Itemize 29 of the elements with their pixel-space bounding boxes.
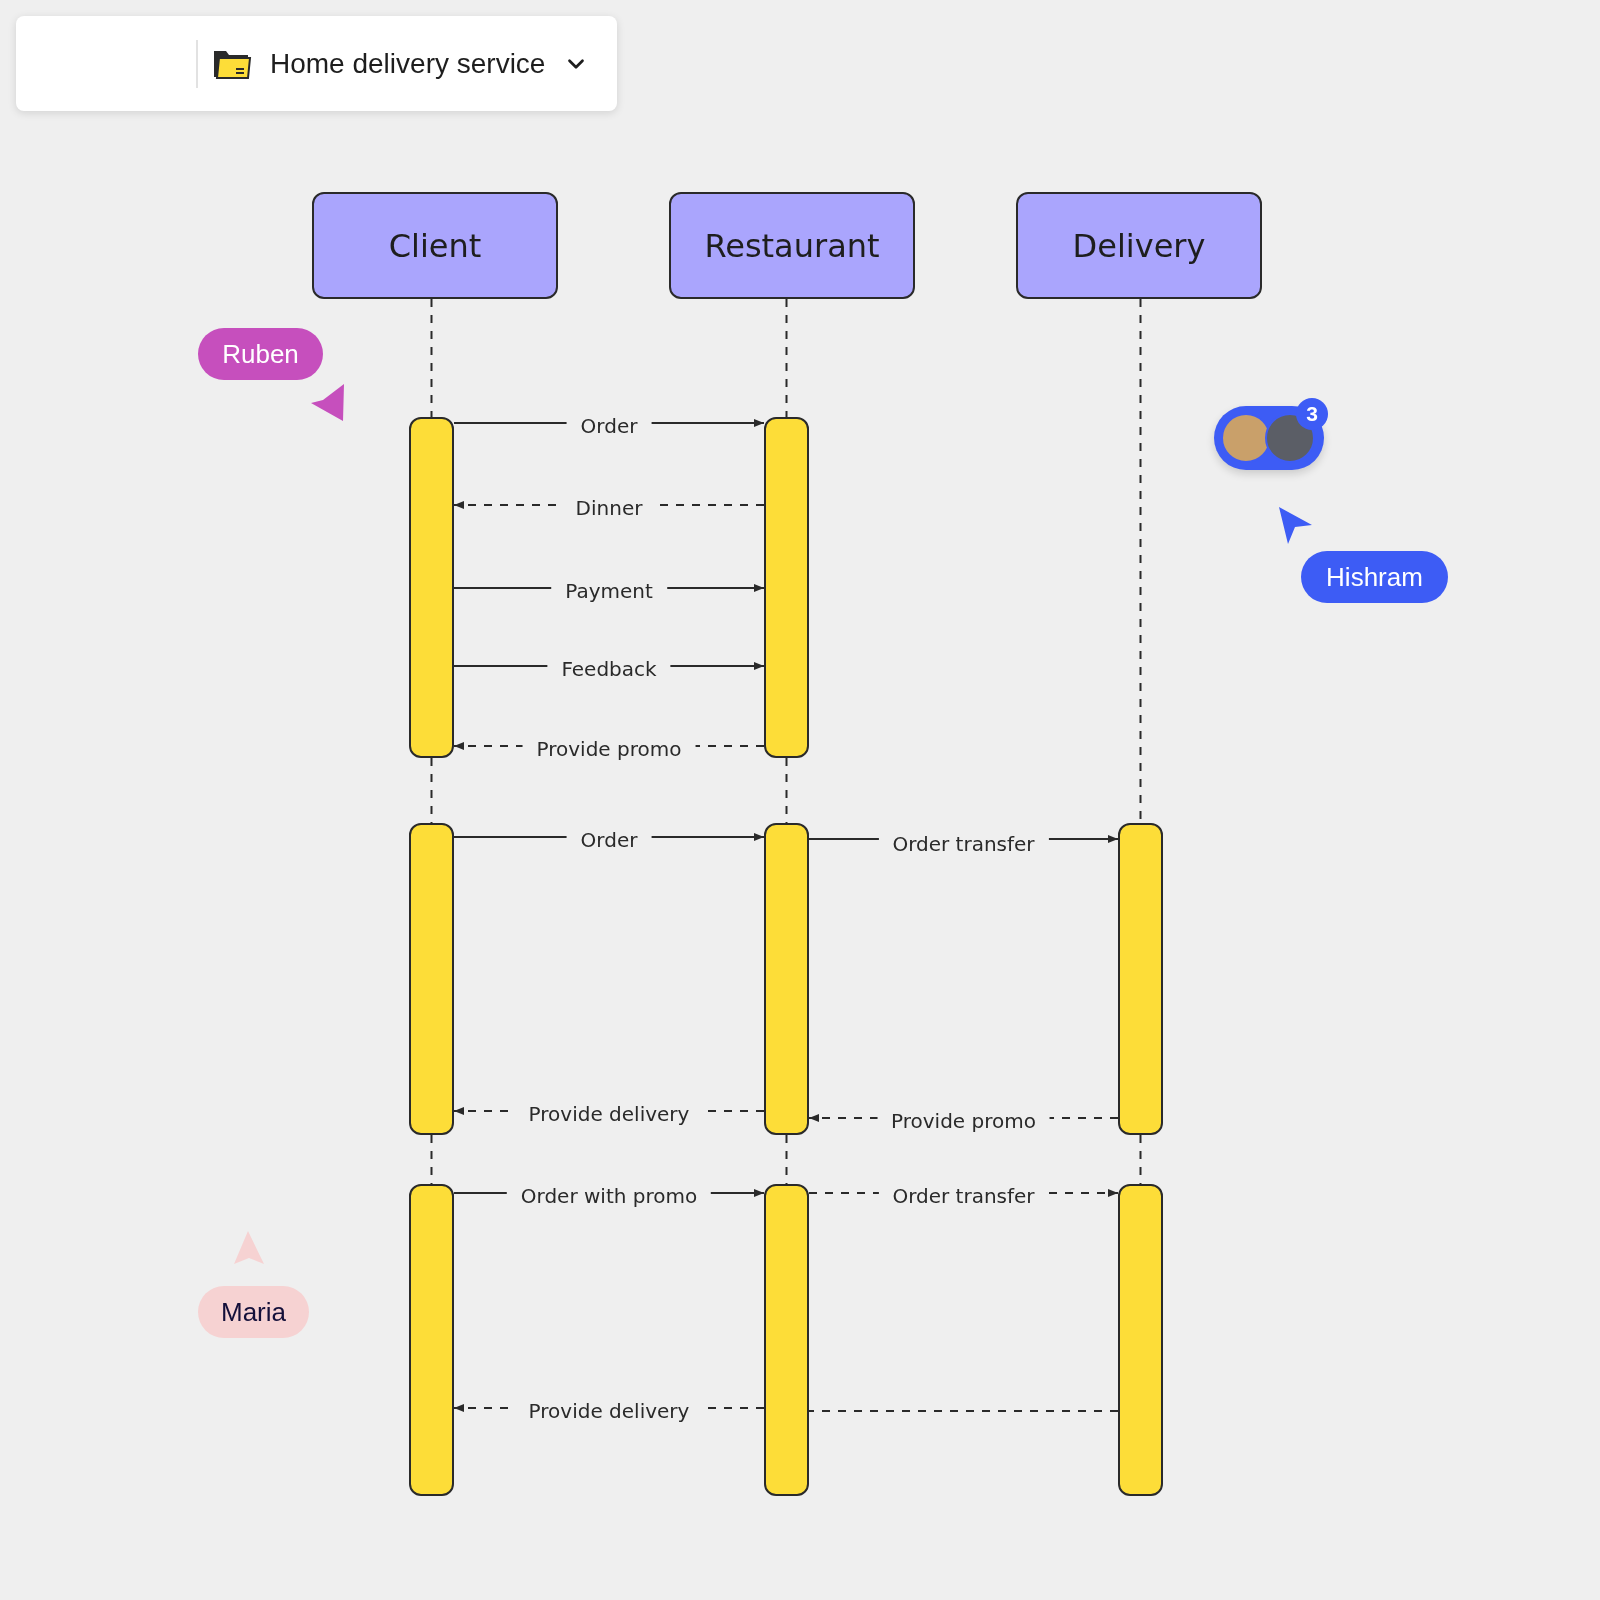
lifeline xyxy=(785,757,788,824)
lifeline xyxy=(785,298,788,418)
lifeline xyxy=(430,1134,433,1185)
count-badge: 3 xyxy=(1296,398,1328,430)
board-title: Home delivery service xyxy=(270,47,546,80)
activation-bar xyxy=(764,417,809,758)
name-tag xyxy=(198,1286,309,1338)
name-tag xyxy=(1301,551,1448,603)
activation-bar xyxy=(409,417,454,758)
lifeline-box xyxy=(1016,192,1262,299)
lifeline xyxy=(430,298,433,418)
activation-bar xyxy=(409,823,454,1135)
user-name: Ruben xyxy=(222,338,299,370)
participant-name: Restaurant xyxy=(704,226,880,265)
activation-bar xyxy=(764,1184,809,1496)
name-tag xyxy=(198,328,323,380)
lifeline-box xyxy=(312,192,558,299)
activation-bar xyxy=(1118,1184,1163,1496)
lifeline xyxy=(430,757,433,824)
activation-bar xyxy=(409,1184,454,1496)
user-name: Maria xyxy=(221,1296,286,1328)
lifeline-box xyxy=(669,192,915,299)
activation-bar xyxy=(1118,823,1163,1135)
participant-name: Delivery xyxy=(1072,226,1206,265)
user-name: Hishram xyxy=(1326,561,1423,593)
activation-bar xyxy=(764,823,809,1135)
lifeline xyxy=(1139,1134,1142,1185)
lifeline xyxy=(785,1134,788,1185)
participant-name: Client xyxy=(388,226,482,265)
